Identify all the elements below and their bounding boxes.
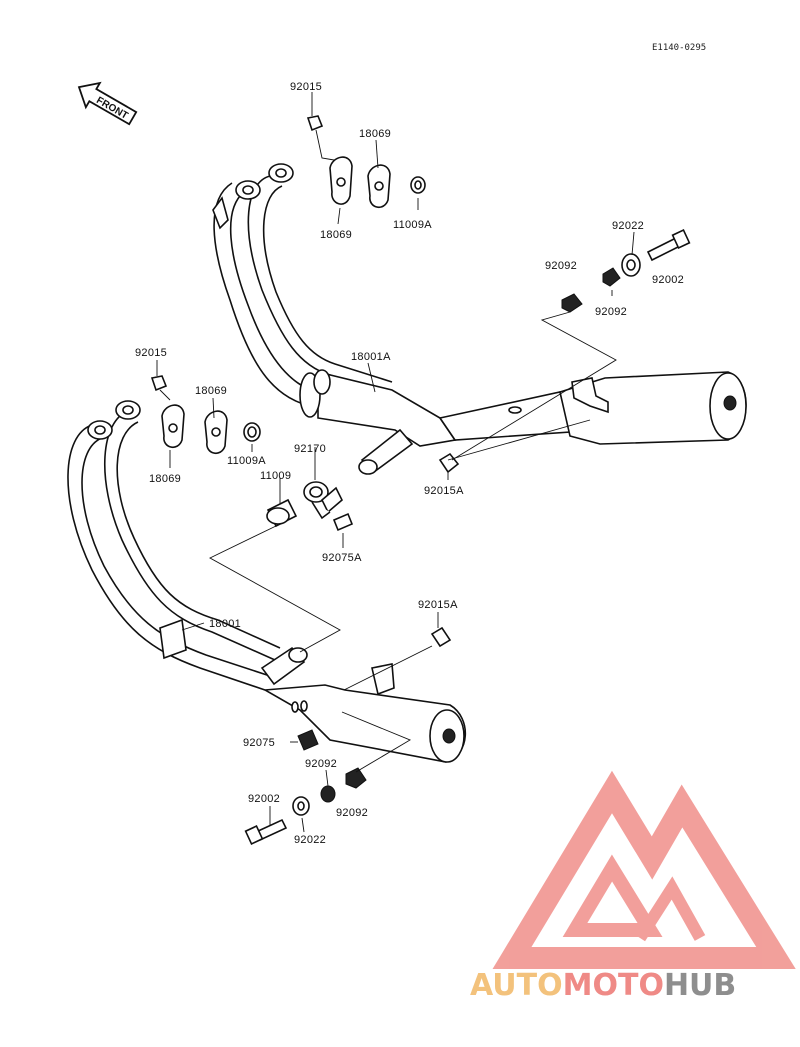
- part-label-11009: 11009: [260, 470, 291, 482]
- part-label-92092-low-2: 92092: [336, 807, 368, 819]
- pad-92075a: [332, 512, 354, 532]
- part-label-92002-right: 92002: [652, 274, 684, 286]
- upper-muffler-bracket: [571, 377, 609, 414]
- part-label-92092-right-2: 92092: [595, 306, 627, 318]
- part-label-11009a-mid: 11009A: [227, 455, 266, 467]
- automotohub-logo-icon: [492, 770, 796, 969]
- lower-exhaust-assembly: [67, 400, 467, 763]
- reference-code: E1140-0295: [652, 43, 706, 53]
- part-label-92022-low: 92022: [294, 834, 326, 846]
- svg-text:AUTOMOTOHUB: AUTOMOTOHUB: [470, 968, 736, 1003]
- nut-92015-left: [150, 375, 168, 392]
- part-label-18001: 18001: [209, 618, 241, 630]
- upper-exhaust-assembly: [212, 163, 747, 475]
- watermark-auto: AUTO: [470, 968, 563, 1003]
- nut-92092-right-2: [561, 293, 583, 313]
- leader-lines: [156, 92, 635, 833]
- part-label-92170: 92170: [294, 443, 326, 455]
- part-label-92002-low: 92002: [248, 793, 280, 805]
- part-label-18069-top-left: 18069: [320, 229, 352, 241]
- upper-collector: [317, 370, 457, 447]
- part-label-92015a-right: 92015A: [424, 485, 464, 497]
- part-label-92075: 92075: [243, 737, 275, 749]
- part-label-92092-low-1: 92092: [305, 758, 337, 770]
- watermark-moto: MOTO: [563, 968, 664, 1003]
- part-label-92015-top: 92015: [290, 81, 322, 93]
- grommet-92075: [297, 729, 319, 751]
- upper-pipe-flange: [212, 196, 229, 230]
- lower-muffler-bracket: [371, 663, 395, 696]
- front-arrow-icon: FRONT: [77, 81, 138, 126]
- part-label-92015-left: 92015: [135, 347, 167, 359]
- lower-head-pipe-second-inner: [116, 421, 281, 649]
- part-label-11009a-top: 11009A: [393, 219, 432, 231]
- part-label-92022-right: 92022: [612, 220, 644, 232]
- part-label-18001a: 18001A: [351, 351, 391, 363]
- bolt-92002-right: [646, 229, 691, 262]
- part-label-92015a-low: 92015A: [418, 599, 458, 611]
- upper-head-pipe-second-inner: [262, 185, 393, 383]
- nut-92015-top: [306, 115, 324, 132]
- bolt-92002-low: [244, 818, 288, 845]
- nut-92015a-low: [430, 626, 452, 648]
- nut-92092-low-2: [345, 767, 367, 789]
- upper-connecting-pipe: [438, 391, 572, 441]
- part-label-18069-mid-right: 18069: [195, 385, 227, 397]
- lower-muffler-outlet: [442, 728, 456, 744]
- upper-head-pipe-inner: [229, 191, 379, 407]
- lower-pipe-collar: [159, 618, 187, 660]
- part-label-92092-right-1: 92092: [545, 260, 577, 272]
- clamp-92170: [303, 481, 343, 520]
- part-label-92075a: 92075A: [322, 552, 362, 564]
- nut-92015a-right: [438, 452, 460, 474]
- sleeve-11009: [266, 498, 298, 528]
- nut-92092-right-1: [602, 267, 621, 287]
- upper-muffler-outlet: [723, 395, 737, 411]
- part-label-18069-top-right: 18069: [359, 128, 391, 140]
- part-label-18069-mid-left: 18069: [149, 473, 181, 485]
- nut-92092-low-1: [320, 785, 336, 803]
- lower-head-pipe-second-outer: [103, 409, 276, 661]
- watermark-hub: HUB: [664, 968, 736, 1003]
- automotohub-watermark-text: AUTOMOTOHUB: [470, 968, 736, 1003]
